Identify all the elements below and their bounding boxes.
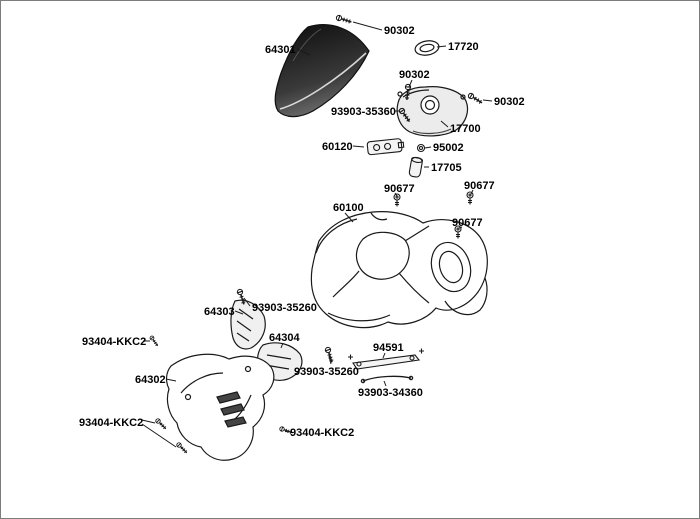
part-label-90677-3: 90677 (452, 217, 483, 229)
part-label-90302-mid: 90302 (399, 69, 430, 81)
part-label-17720: 17720 (448, 41, 479, 53)
part-label-93404-kkc2-bottom: 93404-KKC2 (79, 417, 143, 429)
washer-part (416, 143, 426, 153)
part-label-64302: 64302 (135, 374, 166, 386)
part-labels: 90302 17720 64301 90302 90302 93903-3536… (79, 25, 525, 439)
fuel-tank-cover-part (274, 24, 370, 118)
screw-icon-93903-35260-right (323, 345, 336, 364)
part-label-93903-34360: 93903-34360 (358, 387, 423, 399)
front-grille-part (165, 353, 275, 461)
part-label-17705: 17705 (431, 162, 462, 174)
front-fender-part (310, 211, 488, 329)
part-label-90677-2: 90677 (464, 180, 495, 192)
part-label-94591: 94591 (373, 342, 404, 354)
part-label-95002: 95002 (433, 142, 464, 154)
part-label-93903-35260-left: 93903-35260 (252, 302, 317, 314)
part-label-93903-35260-right: 93903-35260 (294, 366, 359, 378)
part-label-60100: 60100 (333, 202, 364, 214)
fuel-tank-part (396, 86, 469, 137)
part-label-93404-kkc2-top: 93404-KKC2 (82, 336, 146, 348)
part-label-17700: 17700 (450, 123, 481, 135)
switch-bracket-part (366, 138, 405, 156)
part-label-93404-kkc2-right: 93404-KKC2 (290, 427, 354, 439)
stay-bracket-part (348, 348, 424, 370)
part-label-93903-35360: 93903-35360 (331, 106, 396, 118)
part-label-90302-top: 90302 (384, 25, 415, 37)
bolt-icon-90677-2 (466, 191, 474, 206)
screw-icon-90302-right (466, 91, 485, 106)
screw-icon-93404-bottom-1 (154, 417, 169, 432)
part-label-64304: 64304 (269, 332, 300, 344)
cylinder-part (408, 156, 424, 178)
part-label-90677-1: 90677 (384, 183, 415, 195)
part-label-60120: 60120 (322, 141, 353, 153)
screw-icon-93404-bottom-2 (175, 441, 190, 456)
ring-part (414, 40, 440, 56)
rod-part (360, 375, 414, 384)
screw-icon-90302-top (334, 13, 353, 26)
screw-icon-93404-top (148, 334, 160, 348)
part-label-64303: 64303 (204, 306, 235, 318)
leader-lines (141, 21, 493, 448)
part-label-64301: 64301 (265, 44, 296, 56)
part-label-90302-right: 90302 (494, 96, 525, 108)
